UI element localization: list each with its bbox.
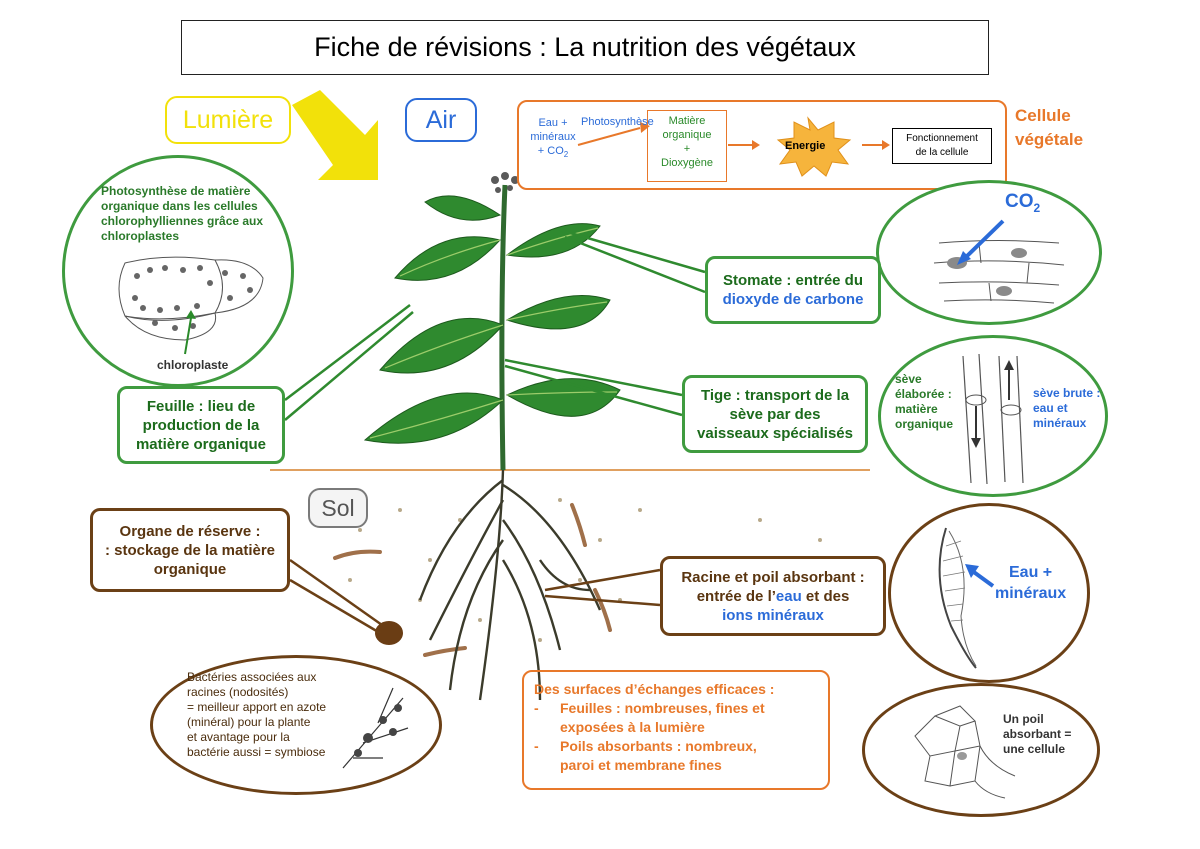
tuber [375, 621, 403, 645]
poil-cellule-text: Un poil absorbant = une cellule [1003, 712, 1072, 756]
green-connectors [284, 228, 706, 421]
seve-circle: sève élaborée : matière organique sève b… [878, 335, 1108, 497]
bacteries-text: Bactéries associées aux racines (nodosit… [187, 670, 327, 759]
surfaces-echanges-box: Des surfaces d’échanges efficaces : - Fe… [522, 670, 830, 790]
energy-burst [776, 116, 852, 177]
bacteries-circle: Bactéries associées aux racines (nodosit… [150, 655, 442, 795]
cellule-vegetale-label: Cellule végétale [1015, 106, 1084, 149]
stomate-box: Stomate : entrée du dioxyde de carbone [705, 256, 881, 324]
racine-box: Racine et poil absorbant : entrée de l’e… [660, 556, 886, 636]
roots [418, 469, 602, 701]
chloroplaste-caption: chloroplaste [157, 358, 229, 372]
energy-label: Energie [785, 140, 826, 152]
earthworms [333, 503, 612, 657]
nodules-sketch [342, 687, 409, 769]
co2-label: CO2 [1005, 191, 1041, 215]
seve-brute-text: sève brute : eau et minéraux [1033, 386, 1101, 430]
light-arrow [292, 90, 378, 180]
lumiere-label: Lumière [165, 96, 291, 144]
leaf-veins [369, 227, 618, 439]
root-hair-sketch [938, 527, 995, 669]
cellule-poil-circle: Un poil absorbant = une cellule [862, 683, 1100, 817]
organe-reserve-box: Organe de réserve : : stockage de la mat… [90, 508, 290, 592]
process-result: Fonctionnement de la cellule [892, 128, 992, 164]
eau-mineraux-label: Eau + minéraux [995, 564, 1067, 602]
stomata-sketch [933, 219, 1065, 304]
stomata-circle: CO2 [876, 180, 1102, 325]
vessels-sketch [962, 353, 1024, 485]
surfaces-bullet-poils: - Poils absorbants : nombreux,paroi et m… [534, 738, 757, 773]
process-output: Matière organique + Dioxygène [647, 110, 727, 182]
tige-box: Tige : transport de la sève par des vais… [682, 375, 868, 453]
process-step: Photosynthèse [581, 116, 654, 128]
root-hair-cell-sketch [914, 705, 1016, 799]
feuille-box: Feuille : lieu de production de la matiè… [117, 386, 285, 464]
surfaces-heading: Des surfaces d’échanges efficaces : [534, 681, 775, 697]
process-input: Eau + minéraux + CO2 [530, 117, 576, 160]
sol-label: Sol [308, 488, 368, 528]
poil-absorbant-circle: Eau + minéraux [888, 503, 1090, 683]
process-arrows [577, 122, 890, 150]
seve-elaboree-text: sève élaborée : matière organique [895, 372, 954, 431]
stem [499, 184, 508, 471]
photosynthesis-text: Photosynthèse de matière organique dans … [101, 184, 264, 243]
air-label: Air [405, 98, 477, 142]
chloroplast-cells-sketch [118, 256, 264, 355]
photosynthesis-circle: Photosynthèse de matière organique dans … [62, 155, 294, 387]
brown-connectors [289, 558, 661, 635]
page-title: Fiche de révisions : La nutrition des vé… [181, 20, 989, 75]
process-box: Eau + minéraux + CO2 Photosynthèse Matiè… [517, 100, 1007, 190]
